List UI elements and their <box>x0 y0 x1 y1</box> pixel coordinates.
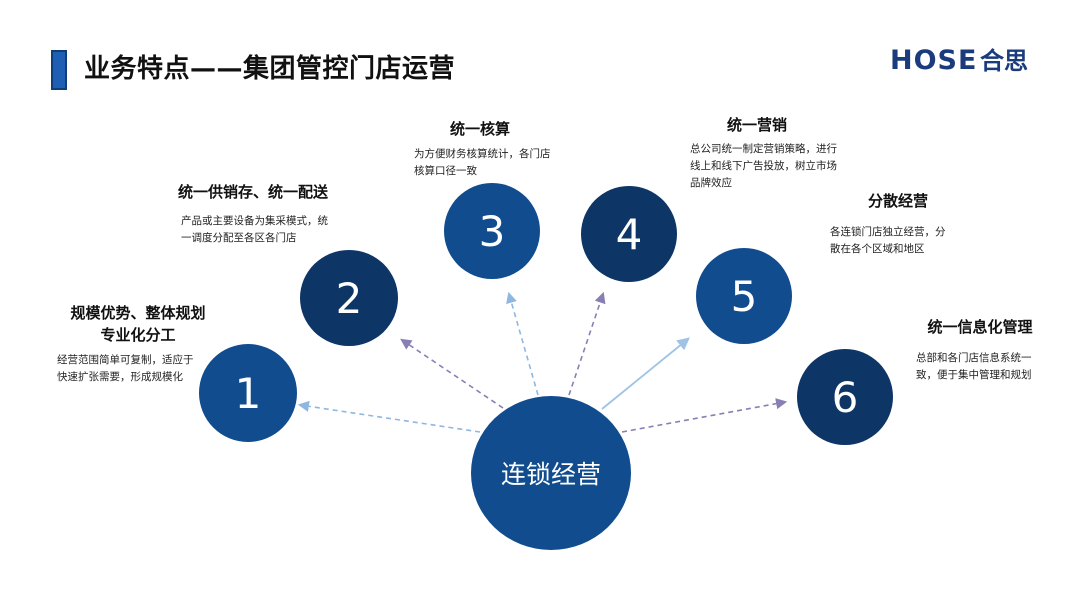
item-6-title-line-1: 统一信息化管理 <box>927 318 1033 336</box>
circle-4-number: 4 <box>615 209 643 259</box>
arrow-to-item-2 <box>400 338 504 409</box>
item-4-description: 总公司统一制定营销策略，进行 线上和线下广告投放，树立市场 品牌效应 <box>690 141 837 192</box>
item-4-title: 统一营销 <box>697 114 817 136</box>
circle-2: 2 <box>300 250 398 346</box>
circle-3: 3 <box>444 183 540 279</box>
item-5-desc-line-1: 各连锁门店独立经营，分 <box>830 226 946 238</box>
circle-4: 4 <box>581 186 677 282</box>
item-4-title-line-1: 统一营销 <box>726 116 787 134</box>
item-4-desc-line-2: 线上和线下广告投放，树立市场 <box>690 160 837 172</box>
item-3-title: 统一核算 <box>420 118 540 140</box>
item-1-title-line-2: 专业化分工 <box>100 326 176 344</box>
circle-1: 1 <box>199 344 297 442</box>
circle-1-number: 1 <box>234 368 262 418</box>
item-6-desc-line-1: 总部和各门店信息系统一 <box>916 352 1032 364</box>
item-3-desc-line-2: 核算口径一致 <box>414 165 477 177</box>
item-1-title-line-1: 规模优势、整体规划 <box>70 304 206 322</box>
item-3-description: 为方便财务核算统计，各门店 核算口径一致 <box>414 146 551 180</box>
item-2-title-line-1: 统一供销存、统一配送 <box>178 183 329 201</box>
item-3-title-line-1: 统一核算 <box>449 120 510 138</box>
item-1-desc-line-1: 经营范围简单可复制，适应于 <box>57 354 194 366</box>
item-1-description: 经营范围简单可复制，适应于 快速扩张需要，形成规模化 <box>57 352 194 386</box>
item-2-description: 产品或主要设备为集采模式，统 一调度分配至各区各门店 <box>181 213 328 247</box>
circle-5-number: 5 <box>730 271 758 321</box>
arrow-to-item-6 <box>621 398 788 433</box>
item-1-title: 规模优势、整体规划 专业化分工 <box>58 302 218 346</box>
logo-latin-text: HOSE <box>890 45 977 76</box>
item-6-title: 统一信息化管理 <box>920 316 1040 338</box>
item-2-title: 统一供销存、统一配送 <box>178 181 358 203</box>
arrow-to-item-1 <box>297 400 481 433</box>
circle-2-number: 2 <box>335 273 363 323</box>
item-2-desc-line-2: 一调度分配至各区各门店 <box>181 232 297 244</box>
page-title: 业务特点——集团管控门店运营 <box>84 54 456 84</box>
center-label: 连锁经营 <box>500 460 601 489</box>
company-logo: HOSE 合思 <box>890 45 1028 76</box>
item-1-desc-line-2: 快速扩张需要，形成规模化 <box>57 371 183 383</box>
center-circle: 连锁经营 <box>471 396 631 550</box>
item-3-desc-line-1: 为方便财务核算统计，各门店 <box>414 148 551 160</box>
circle-3-number: 3 <box>478 206 506 256</box>
item-4-desc-line-3: 品牌效应 <box>690 177 732 189</box>
item-5-desc-line-2: 散在各个区域和地区 <box>830 243 925 255</box>
item-4-desc-line-1: 总公司统一制定营销策略，进行 <box>690 143 837 155</box>
circle-6: 6 <box>797 349 893 445</box>
title-accent-bar <box>51 50 67 90</box>
circle-5: 5 <box>696 248 792 344</box>
logo-chinese-text: 合思 <box>980 47 1028 75</box>
item-5-title: 分散经营 <box>848 190 948 212</box>
arrow-to-item-3 <box>506 291 539 396</box>
circle-6-number: 6 <box>831 372 859 422</box>
item-5-title-line-1: 分散经营 <box>867 192 928 210</box>
item-6-desc-line-2: 致，便于集中管理和规划 <box>916 369 1032 381</box>
item-6-description: 总部和各门店信息系统一 致，便于集中管理和规划 <box>916 350 1032 384</box>
item-5-description: 各连锁门店独立经营，分 散在各个区域和地区 <box>830 224 946 258</box>
arrow-to-item-5 <box>601 337 690 410</box>
arrow-to-item-4 <box>568 291 606 396</box>
item-2-desc-line-1: 产品或主要设备为集采模式，统 <box>181 215 328 227</box>
